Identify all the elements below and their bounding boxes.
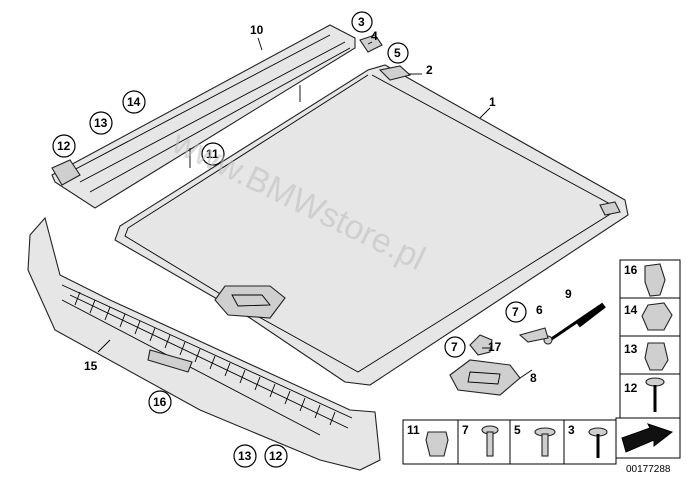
clip-13-icon [644, 342, 669, 371]
sill-ribs [74, 291, 336, 426]
callout-13b-circle [233, 444, 257, 468]
callout-2: 2 [426, 63, 433, 77]
loading-sill-trim [27, 216, 381, 471]
nut [469, 334, 493, 356]
legend-bottom: 11 7 5 3 [402, 417, 681, 465]
callout-12a: 12 [57, 139, 71, 153]
callout-5-circle [387, 42, 409, 64]
callout-15: 15 [84, 359, 98, 373]
legend-right: 16 14 13 12 [619, 259, 681, 419]
callout-13a-circle [89, 111, 113, 135]
nut-14-icon [641, 302, 673, 331]
callout-12b: 12 [269, 449, 283, 463]
arrow-icon [621, 423, 674, 453]
screw-3-icon [588, 427, 608, 458]
callout-14-circle [122, 90, 146, 114]
callout-11: 11 [206, 147, 219, 161]
clip-16-icon [644, 263, 666, 297]
gas-strut [543, 302, 606, 345]
callout-7a-circle [505, 301, 527, 323]
legend-5: 5 [514, 423, 521, 437]
callout-14: 14 [127, 95, 141, 109]
callout-8: 8 [530, 371, 537, 385]
handle-loose [449, 359, 521, 396]
callout-3-circle [351, 11, 373, 33]
callout-1: 1 [489, 95, 496, 109]
legend-13: 13 [624, 342, 638, 356]
callout-16: 16 [153, 395, 167, 409]
callout-16-circle [148, 390, 172, 414]
callout-17: 17 [488, 340, 502, 354]
legend-14: 14 [624, 303, 638, 317]
floor-corner-pad [599, 201, 621, 216]
callout-5: 5 [394, 46, 401, 60]
callout-4: 4 [371, 29, 378, 43]
callout-11-circle [201, 142, 225, 166]
callout-7a: 7 [512, 305, 519, 319]
floor-corner-pad [378, 65, 412, 81]
screw-12-icon [645, 377, 665, 412]
plug-11-icon [425, 431, 449, 457]
bolt-5-icon [534, 427, 556, 457]
callout-13b: 13 [238, 449, 252, 463]
callout-7b-circle [444, 336, 466, 358]
sill-center-recess [147, 349, 193, 373]
callout-3: 3 [358, 15, 365, 29]
callout-10: 10 [250, 23, 264, 37]
bolt-7-icon [481, 425, 499, 457]
clip [359, 34, 383, 53]
callout-12a-circle [52, 134, 76, 158]
callout-7b: 7 [451, 340, 458, 354]
legend-16: 16 [624, 263, 638, 277]
legend-3: 3 [568, 423, 575, 437]
ref-number: 00177288 [626, 464, 671, 475]
floor-handle [214, 285, 286, 319]
cassette-end-cap [51, 159, 81, 186]
legend-12: 12 [624, 381, 638, 395]
legend-11: 11 [407, 423, 420, 437]
callout-13a: 13 [94, 116, 108, 130]
legend-7: 7 [462, 423, 469, 437]
callout-6: 6 [536, 303, 543, 317]
bracket [518, 327, 549, 343]
callout-9: 9 [565, 287, 572, 301]
callout-12b-circle [264, 444, 288, 468]
